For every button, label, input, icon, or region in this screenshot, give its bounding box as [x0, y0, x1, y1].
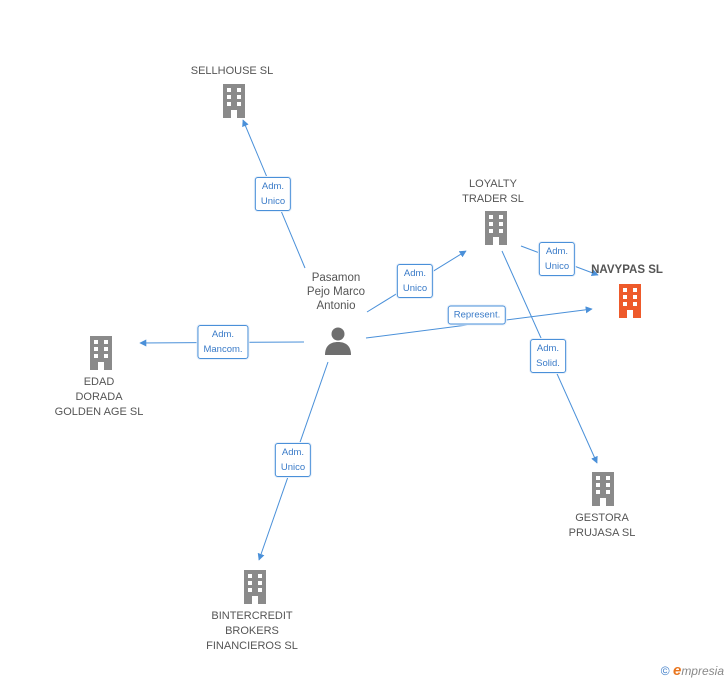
- company-name-bintercredit: BINTERCREDIT BROKERS FINANCIEROS SL: [206, 610, 298, 652]
- building-icon[interactable]: [86, 336, 116, 370]
- person-icon[interactable]: [323, 326, 353, 356]
- company-name-edad: EDAD DORADA GOLDEN AGE SL: [54, 376, 144, 418]
- company-name-navypas: NAVYPAS SL: [591, 264, 663, 276]
- building-icon[interactable]: [481, 211, 511, 245]
- building-icon[interactable]: [615, 284, 645, 318]
- footer-brand[interactable]: © empresia: [661, 662, 724, 679]
- company-name-sellhouse: SELLHOUSE SL: [190, 65, 274, 77]
- relation-label-bintercredit[interactable]: Adm. Unico: [274, 443, 312, 477]
- person-name: Pasamon Pejo Marco Antonio: [306, 272, 366, 312]
- relation-label-edad[interactable]: Adm. Mancom.: [197, 325, 249, 359]
- copyright-symbol: ©: [660, 664, 670, 678]
- company-name-loyalty: LOYALTY TRADER SL: [462, 178, 524, 205]
- relation-label-navypas[interactable]: Represent.: [447, 305, 507, 325]
- relation-label-loyalty-gestora[interactable]: Adm. Solid.: [530, 339, 566, 373]
- relation-label-loyalty[interactable]: Adm. Unico: [396, 264, 434, 298]
- empresia-logo: empresia: [672, 662, 724, 679]
- company-name-gestora: GESTORA PRUJASA SL: [568, 512, 636, 539]
- building-icon[interactable]: [588, 472, 618, 506]
- relation-label-loyalty-navypas[interactable]: Adm. Unico: [538, 242, 576, 276]
- relation-label-sellhouse[interactable]: Adm. Unico: [254, 177, 292, 211]
- building-icon[interactable]: [240, 570, 270, 604]
- building-icon[interactable]: [219, 84, 249, 118]
